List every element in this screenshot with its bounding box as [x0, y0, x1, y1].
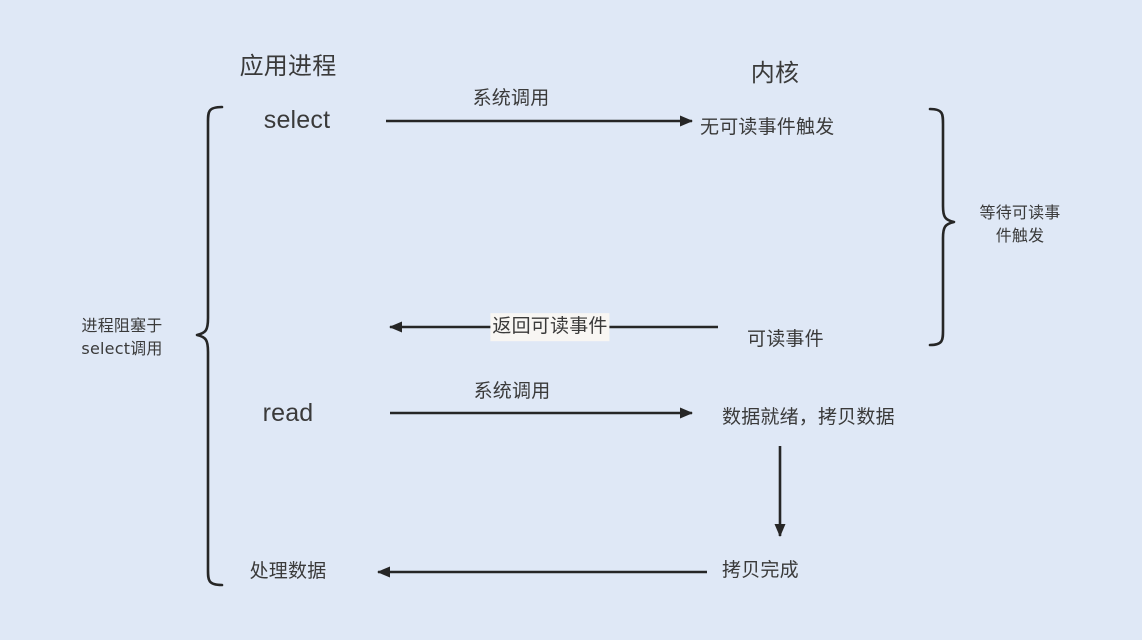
label-process-data: 处理数据	[249, 560, 327, 583]
header-app-process: 应用进程	[239, 51, 337, 80]
arrow-label-syscall-select: 系统调用	[472, 87, 550, 110]
right-brace	[928, 107, 956, 347]
left-brace-label-line2: select调用	[81, 339, 163, 358]
left-brace	[195, 105, 224, 587]
right-brace-label-line1: 等待可读事	[979, 202, 1061, 222]
arrow-label-return-readable-event: 返回可读事件	[490, 313, 610, 341]
label-data-ready-copy: 数据就绪，拷贝数据	[722, 406, 895, 429]
left-brace-label: 进程阻塞于 select调用	[81, 314, 162, 360]
label-no-readable-event: 无可读事件触发	[700, 116, 835, 139]
header-kernel: 内核	[750, 58, 800, 87]
left-brace-label-line1: 进程阻塞于	[81, 315, 163, 335]
call-select: select	[263, 106, 331, 135]
arrow-label-syscall-read: 系统调用	[473, 380, 551, 403]
label-copy-done: 拷贝完成	[722, 559, 799, 582]
label-readable-event: 可读事件	[747, 328, 824, 351]
right-brace-label-line2: 件触发	[995, 226, 1045, 245]
call-read: read	[262, 399, 314, 428]
right-brace-label: 等待可读事 件触发	[979, 201, 1060, 247]
